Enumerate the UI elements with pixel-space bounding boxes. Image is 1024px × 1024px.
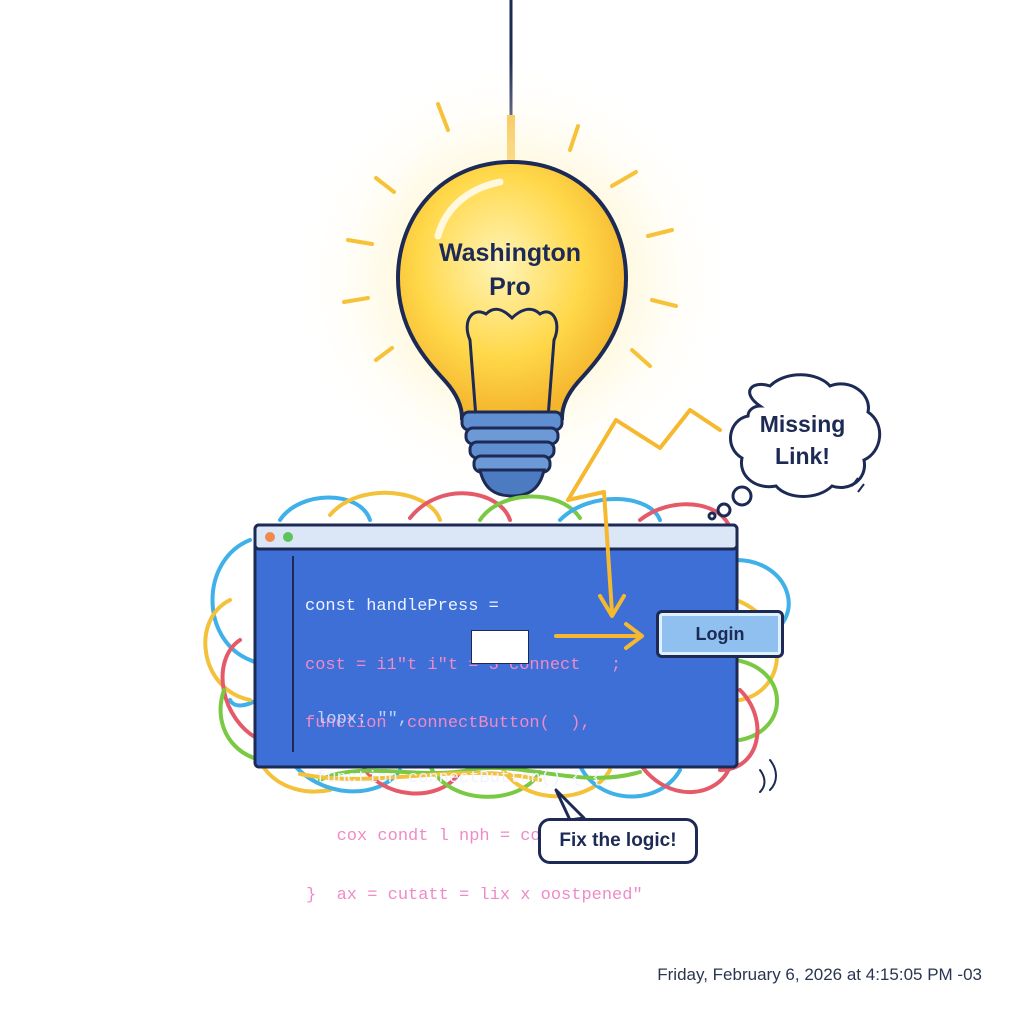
code-line-7: } ax = cutatt = lix x oostpened" — [306, 885, 643, 905]
bubble-accent — [851, 477, 865, 493]
thought-line2: Link! — [775, 443, 830, 469]
motion-lines — [759, 759, 777, 793]
code-line-4: lopx: "", — [306, 710, 409, 729]
code-line-5: function connectButton() { {, — [306, 768, 613, 788]
window-max-dot — [283, 532, 293, 542]
light-rays — [342, 102, 678, 368]
filament — [465, 307, 559, 419]
timestamp: Friday, February 6, 2026 at 4:15:05 PM -… — [657, 965, 982, 984]
lightning-arrow — [566, 408, 722, 618]
thought-bubble-text: Missing Link! — [735, 408, 870, 472]
code-line-1: const handlePress = — [305, 597, 499, 616]
bulb-label-line2: Pro — [489, 273, 531, 301]
bulb-label-line1: Washington — [438, 239, 582, 267]
window-close-dot — [265, 532, 275, 542]
bulb-label: Washington Pro — [390, 236, 630, 304]
fix-logic-bubble: Fix the logic! — [538, 818, 698, 864]
code-lower-block: lopx: "", function connectButton() { {, … — [306, 671, 663, 925]
thought-bubble — [707, 373, 882, 521]
bulb-highlight — [434, 178, 504, 240]
empty-input-field[interactable] — [471, 630, 529, 664]
thought-line1: Missing — [759, 411, 846, 437]
bulb-base — [460, 410, 564, 498]
code-line-3: function connectButton( ), — [305, 714, 591, 733]
code-upper-block: const handlePress = cost = i1"t i"t = 3 … — [305, 558, 621, 753]
login-button[interactable]: Login — [656, 610, 784, 658]
login-arrow — [554, 622, 644, 650]
